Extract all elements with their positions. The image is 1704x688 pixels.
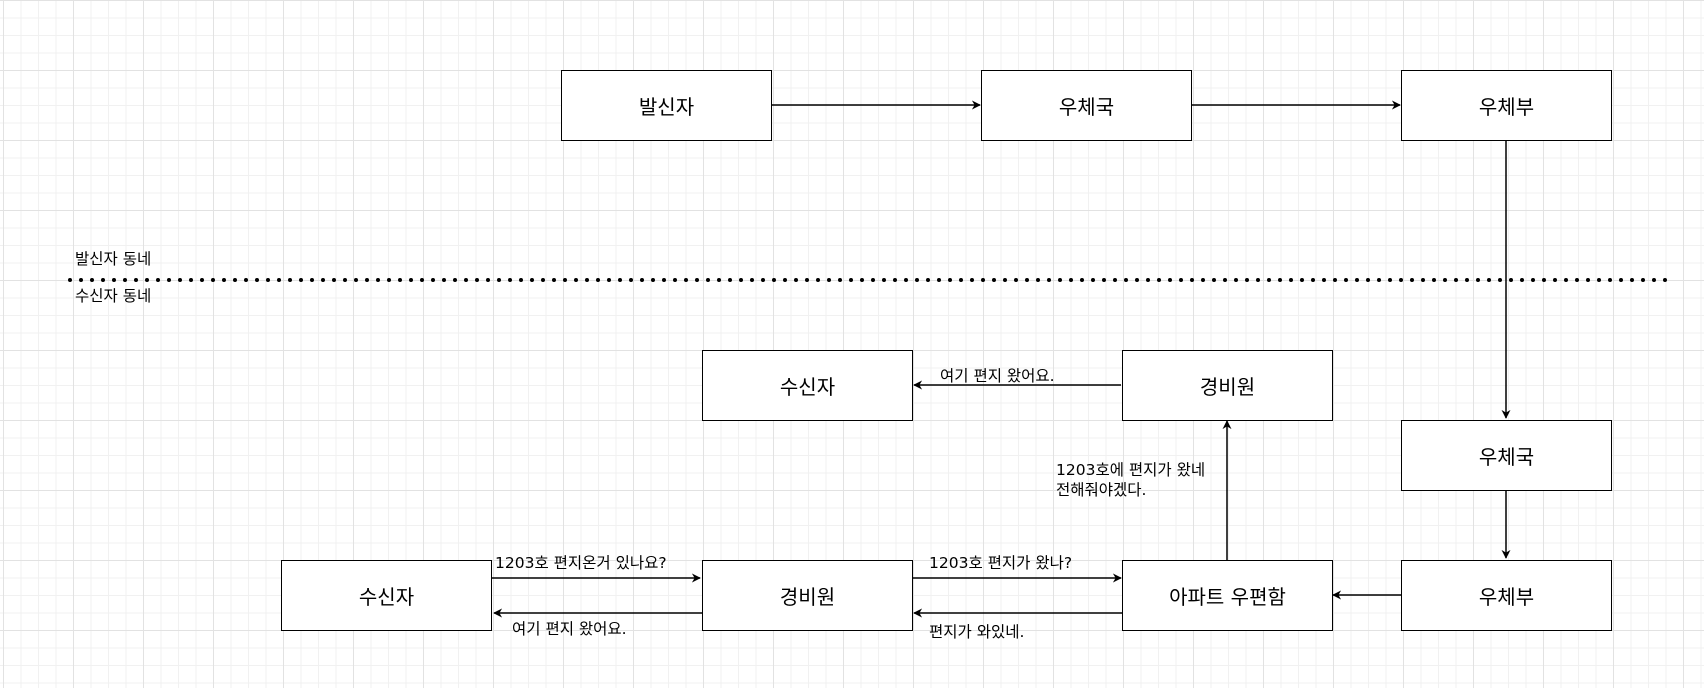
node-postal-ministry-1[interactable]: 우체부: [1401, 70, 1612, 141]
node-guard-bottom[interactable]: 경비원: [702, 560, 913, 631]
edge-label-mailbox-to-guard-top: 1203호에 편지가 왔네 전해줘야겠다.: [1056, 461, 1206, 499]
edge-label-receiver-to-guard: 1203호 편지온거 있나요?: [495, 554, 667, 572]
node-postal-ministry-2[interactable]: 우체부: [1401, 560, 1612, 631]
node-post-office-2[interactable]: 우체국: [1401, 420, 1612, 491]
region-label-receiver-area: 수신자 동네: [75, 287, 152, 305]
edge-label-mailbox-to-guard: 편지가 와있네.: [929, 623, 1025, 641]
edge-label-guard-to-receiver: 여기 편지 왔어요.: [512, 620, 627, 638]
edge-label-guard-to-mailbox: 1203호 편지가 왔나?: [929, 554, 1073, 572]
edge-label-guard-to-receiver-top: 여기 편지 왔어요.: [940, 367, 1055, 385]
region-label-sender-area: 발신자 동네: [75, 250, 152, 268]
node-sender[interactable]: 발신자: [561, 70, 772, 141]
node-apt-mailbox[interactable]: 아파트 우편함: [1122, 560, 1333, 631]
node-post-office-1[interactable]: 우체국: [981, 70, 1192, 141]
node-guard-top[interactable]: 경비원: [1122, 350, 1333, 421]
node-receiver-top[interactable]: 수신자: [702, 350, 913, 421]
node-receiver-bottom[interactable]: 수신자: [281, 560, 492, 631]
